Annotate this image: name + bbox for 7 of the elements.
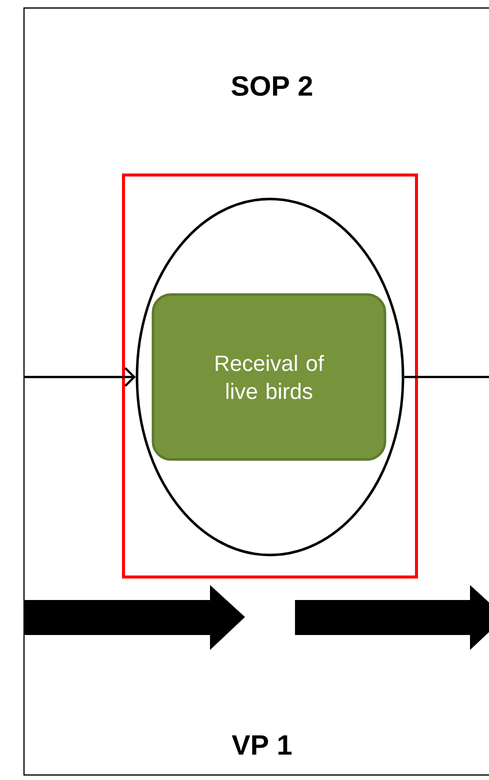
- heading: SOP 2: [232, 76, 312, 96]
- ellipse: [136, 198, 404, 556]
- process-box: Receival of live birds: [152, 293, 386, 461]
- label: VP 1: [232, 735, 292, 755]
- arrow: [24, 367, 136, 387]
- line: [404, 376, 489, 378]
- frame-box: [122, 174, 418, 578]
